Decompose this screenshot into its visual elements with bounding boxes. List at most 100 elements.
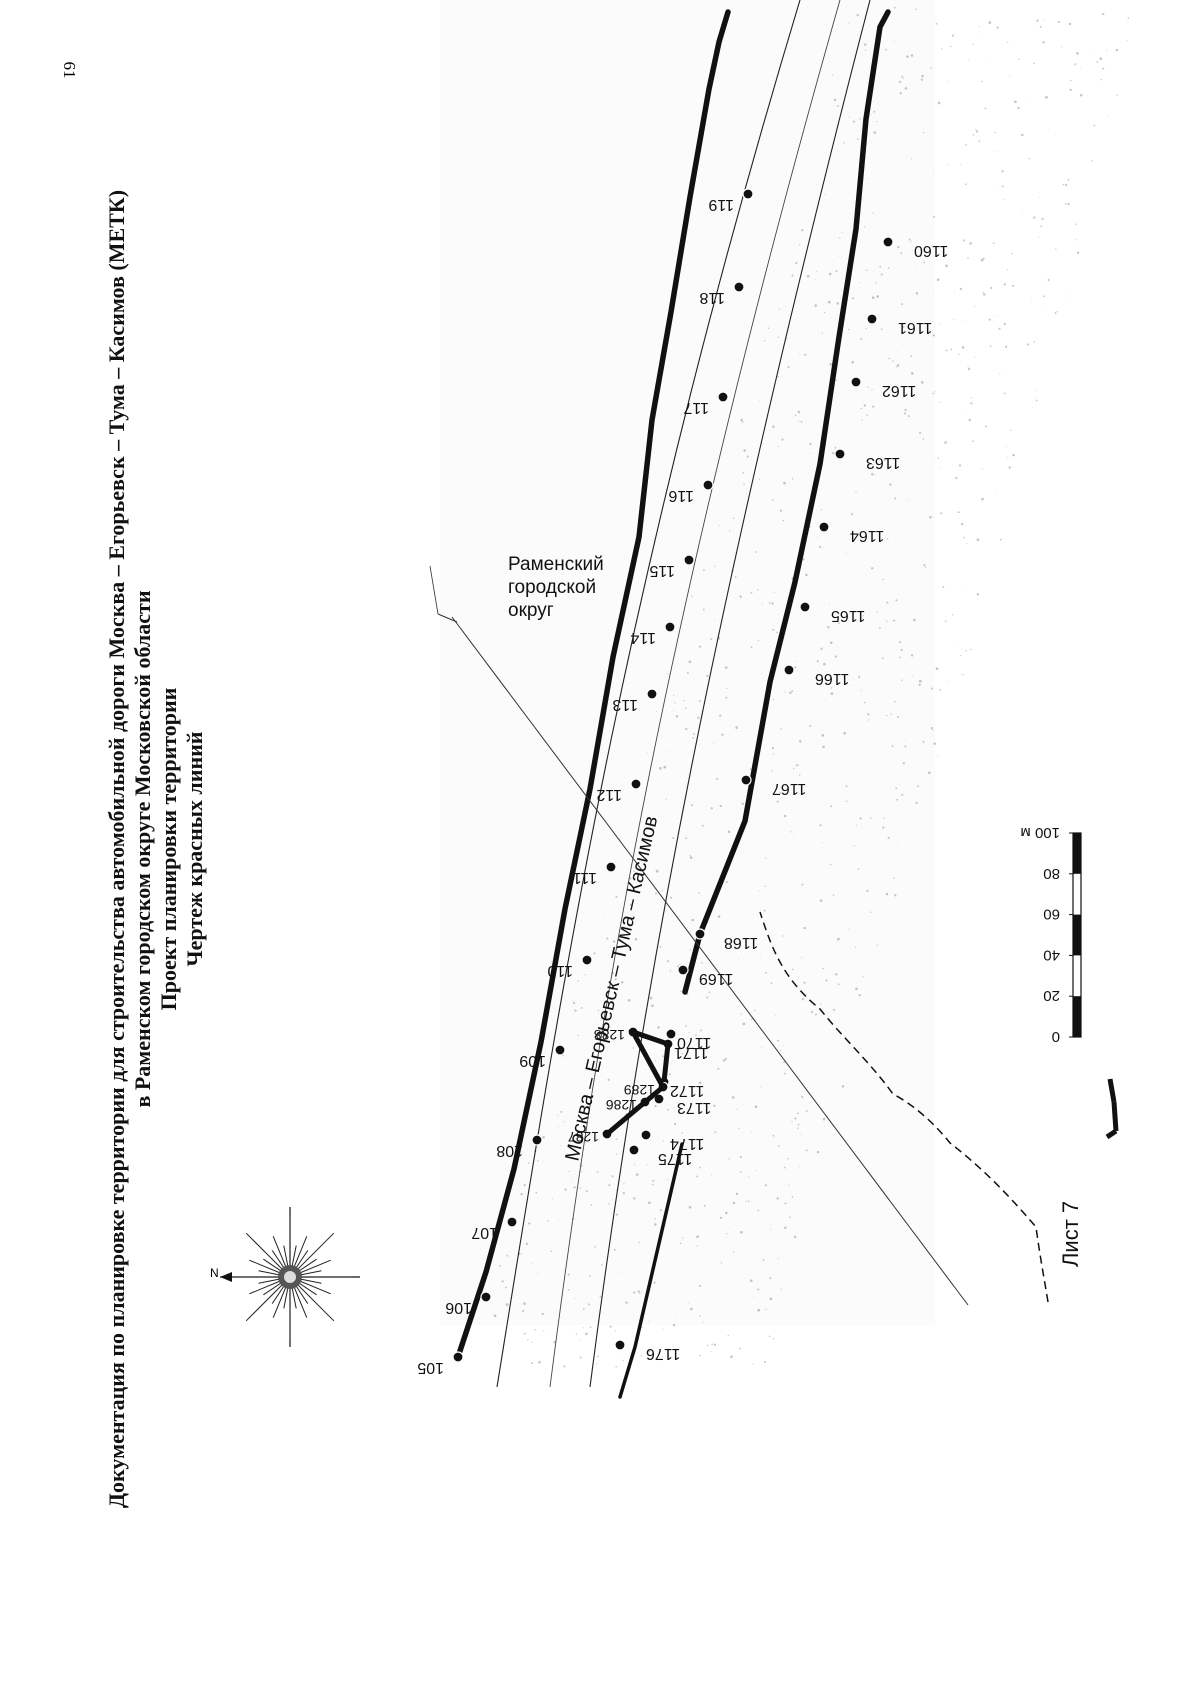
survey-point (605, 861, 617, 873)
carriageway-edge-line (496, 0, 801, 1388)
survey-point (531, 1134, 543, 1146)
survey-point-label: 110 (547, 962, 573, 979)
survey-point-label: 115 (649, 562, 675, 579)
map-area: 1051061071081091101111121131141151161171… (417, 0, 1130, 1399)
scale-tick-label: 40 (1043, 946, 1060, 963)
survey-point (742, 188, 754, 200)
survey-point (866, 313, 878, 325)
survey-point (630, 778, 642, 790)
survey-point-label: 1170 (677, 1034, 712, 1051)
parcel-point-label: 1286 (606, 1097, 637, 1113)
parcel-boundary (604, 1029, 671, 1137)
survey-point (677, 964, 689, 976)
survey-point (834, 448, 846, 460)
survey-point (850, 376, 862, 388)
survey-point (614, 1339, 626, 1351)
scale-bar: 0 20 40 60 80 100 м (1020, 824, 1082, 1045)
parcel-point-label: 1289 (624, 1082, 655, 1098)
district-label-line-3: округ (508, 600, 554, 621)
survey-point (646, 688, 658, 700)
survey-point-label: 1163 (866, 454, 901, 471)
survey-point-label: 1174 (670, 1135, 705, 1152)
survey-point (818, 521, 830, 533)
survey-point (640, 1129, 652, 1141)
survey-point (452, 1351, 464, 1363)
survey-point-label: 108 (496, 1142, 523, 1159)
scale-tick-label: 80 (1043, 865, 1060, 882)
survey-point-label: 1167 (772, 780, 807, 797)
district-boundary-line (451, 616, 969, 1306)
survey-point-label: 1175 (658, 1150, 693, 1167)
parcel-point-label: 1287 (568, 1129, 599, 1145)
title-line-4: Чертеж красных линий (182, 731, 207, 966)
survey-point (740, 774, 752, 786)
sheet-label: Лист 7 (1058, 1201, 1083, 1267)
survey-point (783, 664, 795, 676)
scale-tick-label: 60 (1043, 906, 1060, 923)
survey-point-label: 1171 (674, 1044, 709, 1061)
survey-point-label: 105 (417, 1359, 444, 1376)
survey-point-label: 1173 (677, 1099, 712, 1116)
north-label: N (210, 1266, 219, 1280)
district-label-line-2: городской (508, 577, 596, 598)
survey-point-label: 1165 (831, 607, 866, 624)
survey-point (628, 1144, 640, 1156)
survey-point-label: 1172 (670, 1082, 705, 1099)
dashed-zone-boundary (759, 911, 1049, 1303)
survey-point-label: 116 (668, 487, 694, 504)
survey-point-label: 1160 (914, 242, 949, 259)
survey-point (506, 1216, 518, 1228)
survey-point (653, 1093, 665, 1105)
survey-point (554, 1044, 566, 1056)
survey-point (664, 621, 676, 633)
title-line-2: в Раменском городском округе Московской … (130, 590, 155, 1107)
survey-point (799, 601, 811, 613)
survey-point-label: 112 (596, 786, 622, 803)
survey-point-label: 111 (573, 869, 597, 886)
survey-point (882, 236, 894, 248)
carriageway-edge-line (589, 0, 871, 1388)
survey-point-label: 118 (699, 289, 725, 306)
survey-point (665, 1028, 677, 1040)
red-line-bottom-tail (618, 1142, 684, 1399)
survey-point-label: 1162 (882, 382, 917, 399)
red-line-top (455, 9, 731, 1360)
survey-point (694, 928, 706, 940)
survey-point-label: 109 (519, 1052, 546, 1069)
survey-point (733, 281, 745, 293)
page-number: 61 (60, 62, 79, 79)
title-line-3: Проект планировки территории (156, 687, 181, 1010)
survey-point (702, 479, 714, 491)
road-axis-line (549, 0, 841, 1388)
survey-point-label: 1161 (898, 319, 933, 336)
survey-point-label: 1164 (850, 527, 885, 544)
survey-point-label: 1176 (646, 1345, 681, 1362)
parcel-point-label: 1288 (594, 1027, 625, 1043)
survey-point-label: 106 (445, 1299, 472, 1316)
scale-tick-label: 20 (1043, 987, 1060, 1004)
district-leader-line (437, 613, 458, 623)
survey-point (581, 954, 593, 966)
survey-point-label: 107 (471, 1224, 498, 1241)
survey-point-label: 117 (683, 399, 709, 416)
compass-rose-icon: N (210, 1207, 360, 1347)
title-line-1: Документация по планировке территории дл… (104, 190, 129, 1508)
survey-point-label: 1169 (699, 970, 734, 987)
scale-tick-label: 100 м (1020, 824, 1060, 841)
scale-tick-label: 0 (1052, 1028, 1060, 1045)
survey-point (717, 391, 729, 403)
survey-point-label: 113 (612, 696, 638, 713)
survey-point-label: 1168 (724, 934, 759, 951)
survey-point-label: 114 (630, 629, 656, 646)
survey-point-label: 119 (708, 196, 734, 213)
district-leader-line (429, 565, 439, 615)
survey-point-label: 1166 (815, 670, 850, 687)
red-line-bottom (682, 9, 891, 995)
survey-point (480, 1291, 492, 1303)
survey-point (683, 554, 695, 566)
district-label-line-1: Раменский (508, 554, 604, 575)
district-label: Раменский городской округ (508, 554, 604, 621)
